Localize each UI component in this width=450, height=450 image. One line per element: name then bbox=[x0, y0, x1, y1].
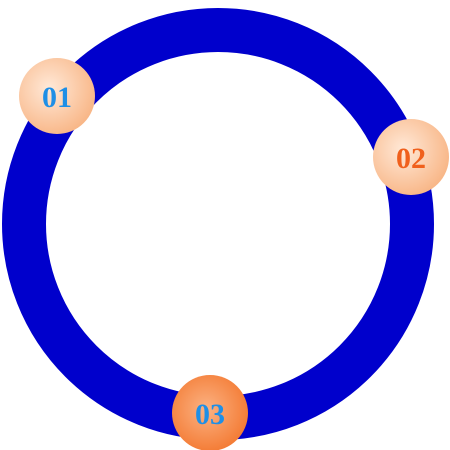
cycle-node-03-label: 03 bbox=[195, 398, 225, 431]
cycle-node-01-circle bbox=[19, 58, 95, 134]
cycle-node-02-circle bbox=[373, 119, 449, 195]
cycle-node-01-label: 01 bbox=[42, 81, 72, 114]
cycle-node-02: 02 bbox=[373, 119, 449, 195]
cycle-node-03: 03 bbox=[172, 375, 248, 450]
cycle-node-01: 01 bbox=[19, 58, 95, 134]
cycle-node-02-label: 02 bbox=[396, 142, 426, 175]
cycle-node-03-circle bbox=[172, 375, 248, 450]
